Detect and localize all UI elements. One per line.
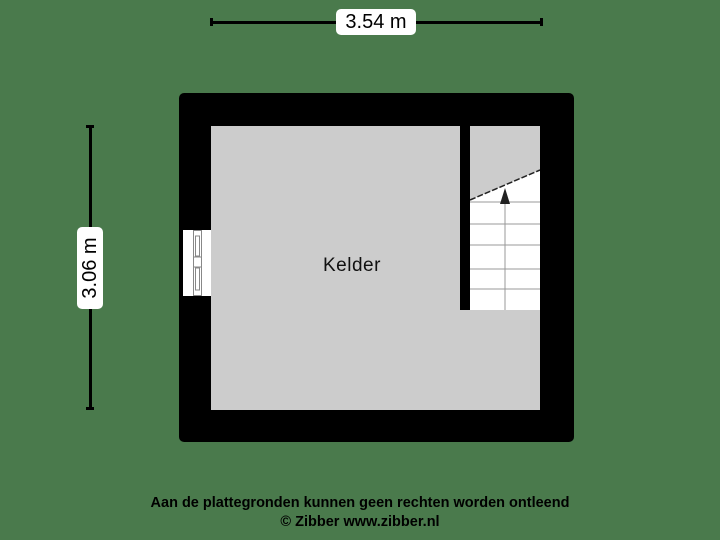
- width-dimension-label: 3.54 m: [336, 9, 416, 35]
- room-kelder-main: [211, 126, 460, 410]
- width-dimension-tick-left: [210, 18, 213, 26]
- footer-disclaimer: Aan de plattegronden kunnen geen rechten…: [150, 495, 570, 511]
- window-icon: [193, 230, 202, 296]
- staircase: [470, 126, 540, 310]
- height-dimension-label: 3.06 m: [79, 237, 101, 299]
- footer-copyright: © Zibber www.zibber.nl: [280, 514, 440, 530]
- height-dimension-tick-top: [86, 125, 94, 128]
- room-label-kelder: Kelder: [323, 255, 381, 276]
- staircase-icon: [470, 126, 540, 310]
- room-kelder-lower-right: [460, 310, 540, 410]
- height-dimension-tick-bottom: [86, 407, 94, 410]
- height-dimension-label-box: 3.06 m: [77, 227, 103, 309]
- width-dimension-tick-right: [540, 18, 543, 26]
- stair-wall: [460, 126, 470, 310]
- window: [183, 230, 211, 296]
